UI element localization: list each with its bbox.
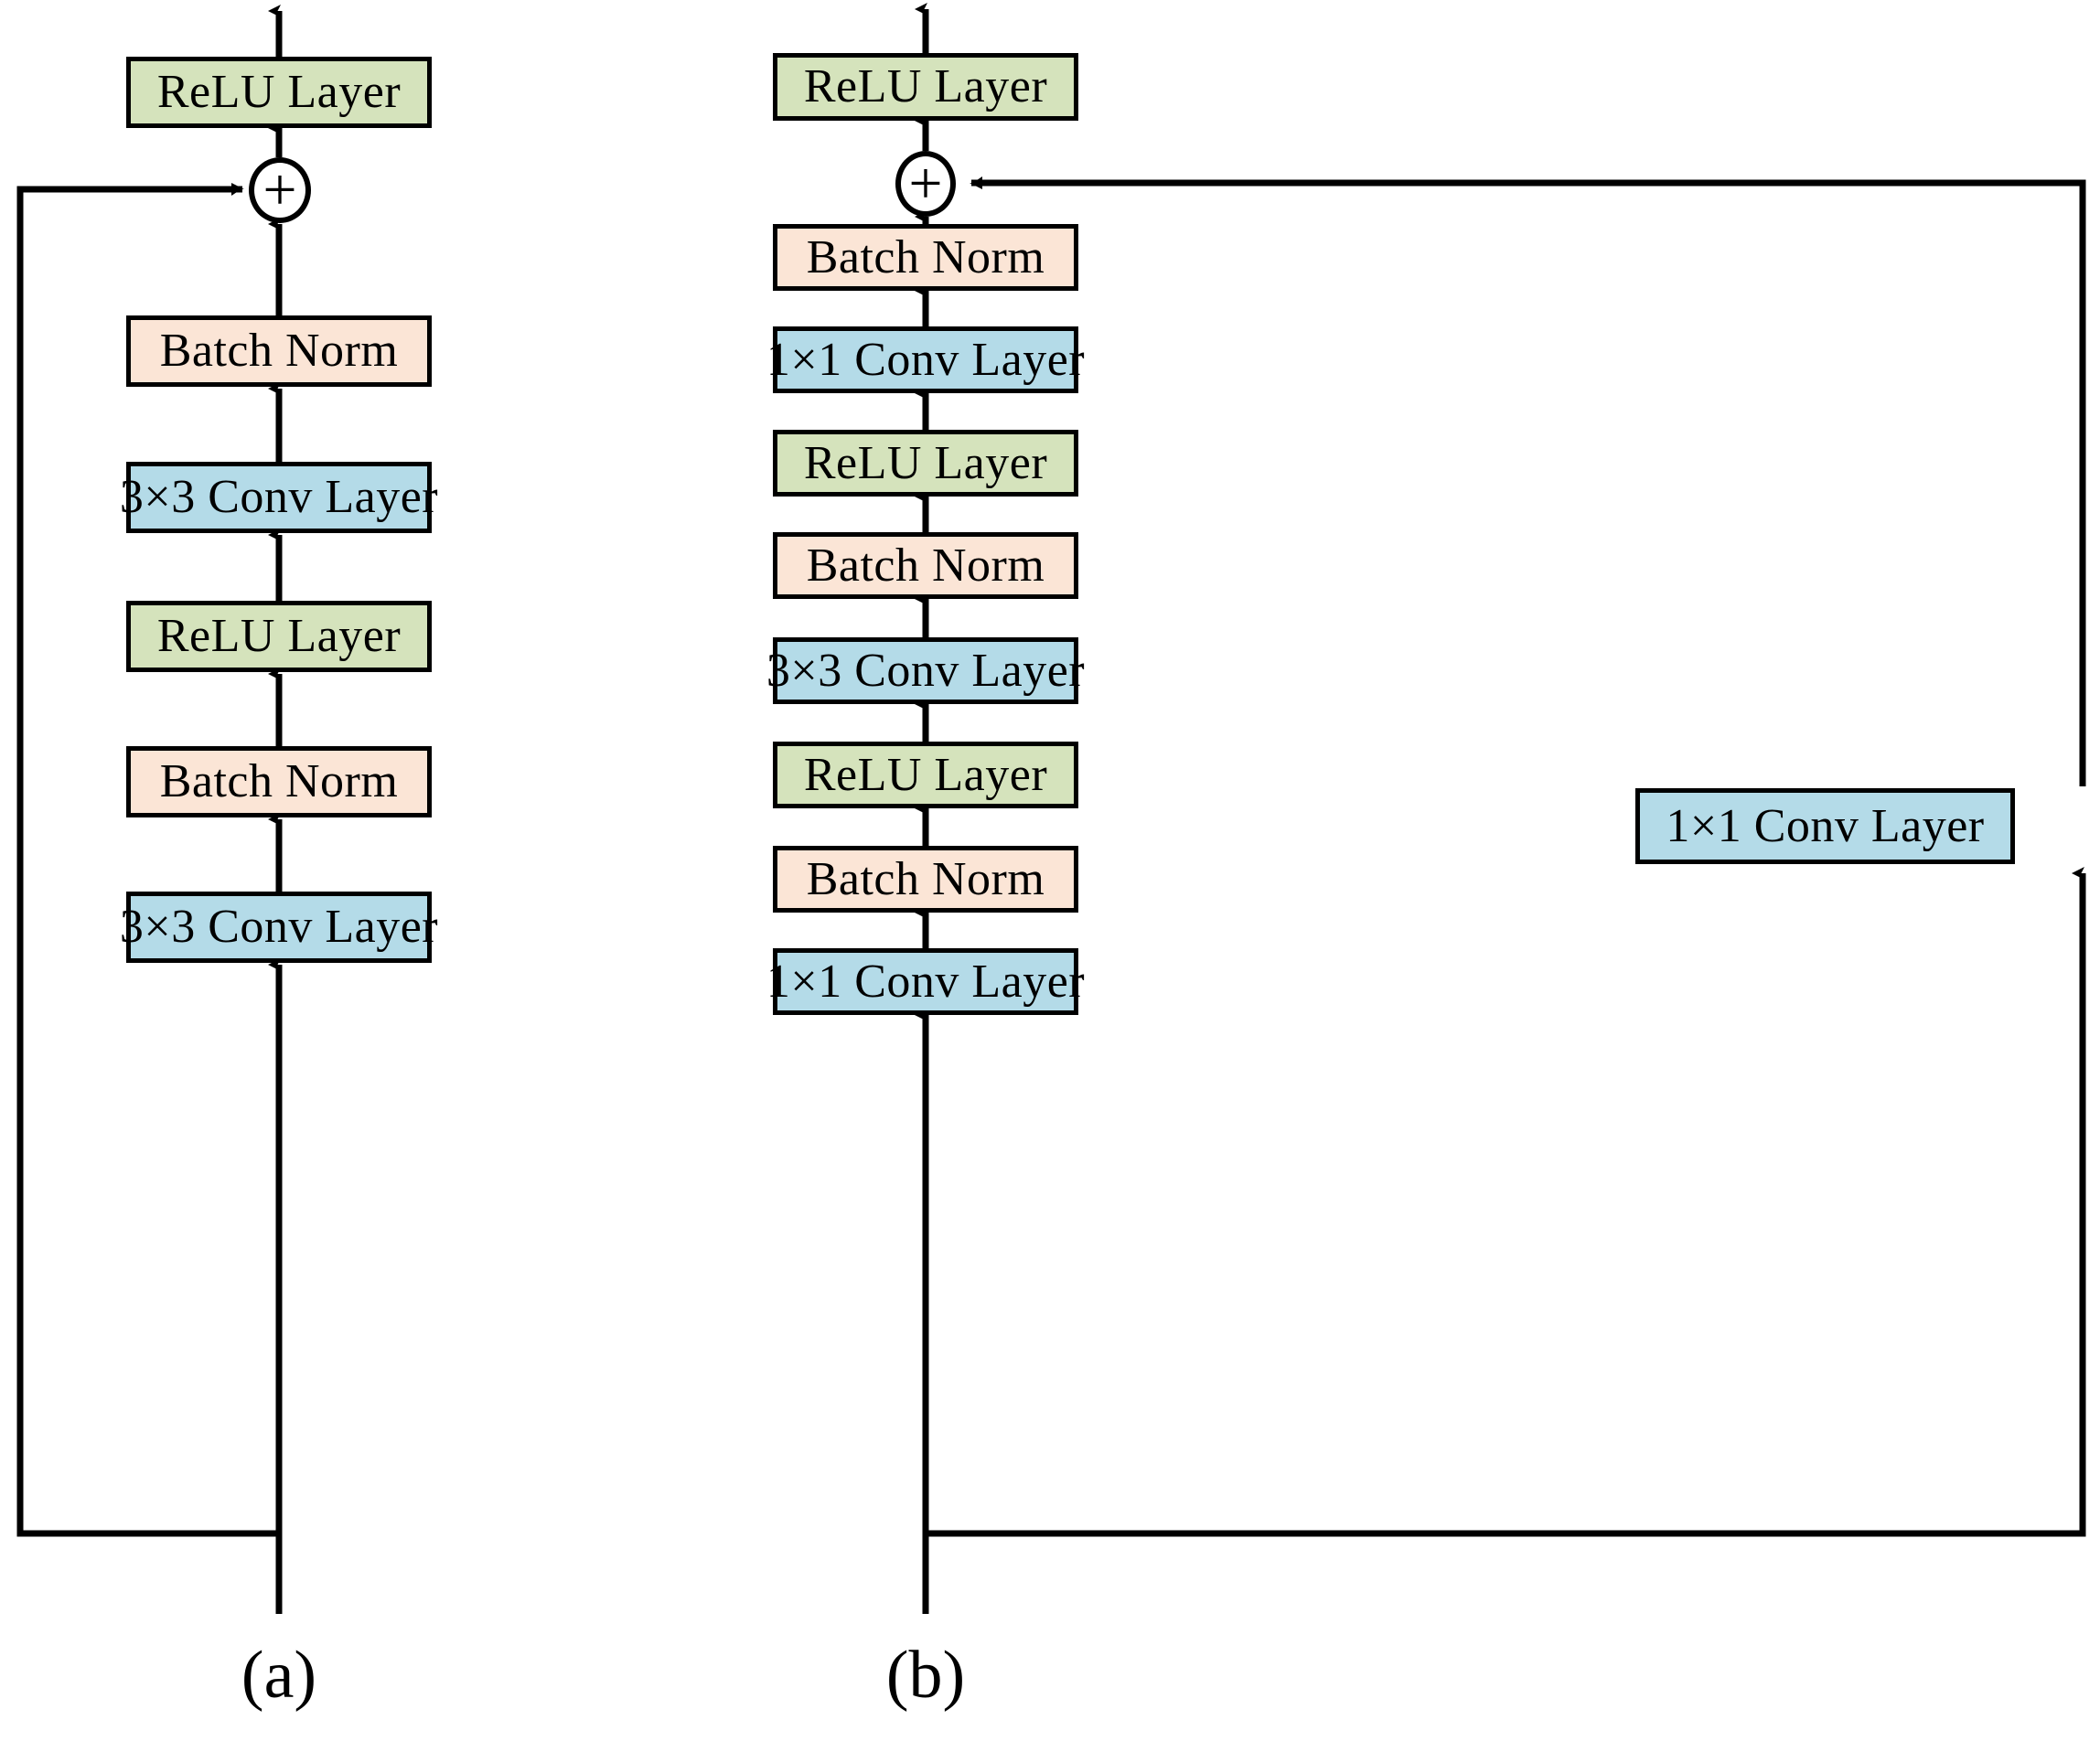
- panel-b-relu-1[interactable]: ReLU Layer: [773, 742, 1078, 808]
- panel-a-batch-norm-1[interactable]: Batch Norm: [126, 746, 432, 817]
- panel-b-shortcut-conv-1x1[interactable]: 1×1 Conv Layer: [1635, 788, 2015, 864]
- panel-b-batch-norm-4[interactable]: Batch Norm: [773, 224, 1078, 291]
- panel-b-after-merge-relu[interactable]: ReLU Layer: [773, 53, 1078, 121]
- panel-a-add-operator[interactable]: +: [249, 157, 311, 223]
- panel-b-add-operator[interactable]: +: [895, 151, 956, 217]
- panel-b-skip-upper: [970, 176, 2086, 786]
- panel-b-relu-2[interactable]: ReLU Layer: [773, 430, 1078, 497]
- panel-a-batch-norm-2[interactable]: Batch Norm: [126, 315, 432, 387]
- panel-b-batch-norm-2[interactable]: Batch Norm: [773, 846, 1078, 913]
- panel-a-after-merge-relu[interactable]: ReLU Layer: [126, 57, 432, 128]
- panel-b-caption: (b): [885, 1638, 966, 1713]
- panel-b-conv-1x1-3[interactable]: 1×1 Conv Layer: [766, 326, 1085, 393]
- panel-a-skip-connection: [16, 183, 279, 1537]
- panel-a-conv-3x3-1[interactable]: 3×3 Conv Layer: [120, 892, 438, 963]
- panel-b-batch-norm-3[interactable]: Batch Norm: [773, 532, 1078, 599]
- panel-a-conv-3x3-2[interactable]: 3×3 Conv Layer: [120, 462, 438, 533]
- panel-a-relu-1[interactable]: ReLU Layer: [126, 601, 432, 672]
- panel-b-conv-1x1-1[interactable]: 1×1 Conv Layer: [766, 948, 1085, 1015]
- panel-a-caption: (a): [241, 1638, 317, 1713]
- panel-b-skip-lower: [926, 867, 2086, 1537]
- panel-b-conv-3x3[interactable]: 3×3 Conv Layer: [766, 637, 1085, 704]
